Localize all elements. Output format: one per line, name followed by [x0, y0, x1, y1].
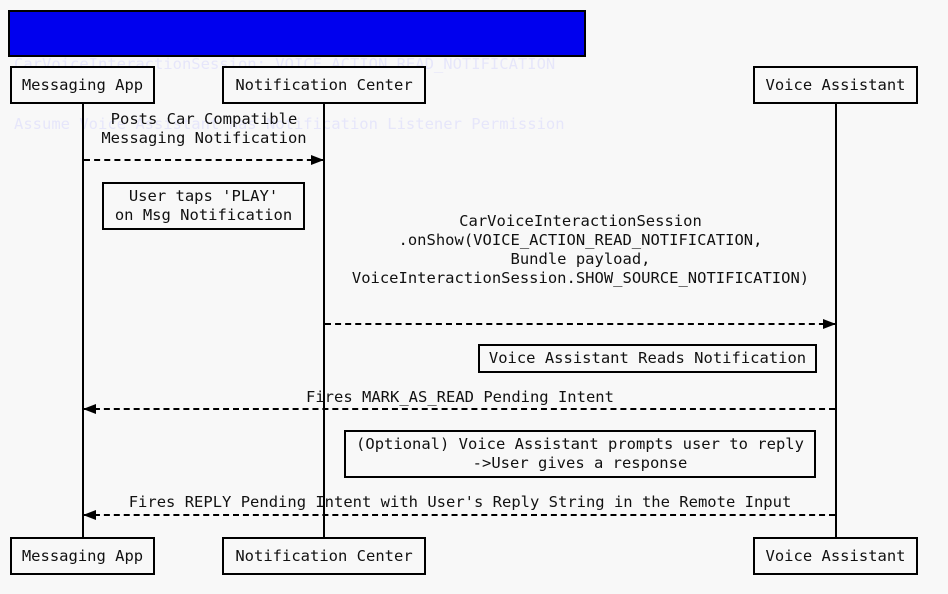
- arrow-head-right-icon: [823, 319, 836, 329]
- message-arrow-on-show: [325, 319, 836, 329]
- participant-label: Voice Assistant: [765, 75, 906, 94]
- lifeline-messaging-app: [82, 104, 84, 537]
- message-label-post-notification: Posts Car Compatible Messaging Notificat…: [101, 110, 307, 147]
- participant-messaging-app-bottom: Messaging App: [10, 537, 155, 575]
- note-optional-reply: (Optional) Voice Assistant prompts user …: [344, 430, 816, 478]
- message-label-mark-as-read: Fires MARK_AS_READ Pending Intent: [306, 388, 614, 406]
- participant-label: Messaging App: [21, 75, 144, 94]
- participant-voice-assistant-top: Voice Assistant: [753, 66, 918, 104]
- participant-label: Voice Assistant: [765, 546, 906, 565]
- message-arrow-post-notification: [84, 155, 324, 165]
- message-label-on-show: CarVoiceInteractionSession .onShow(VOICE…: [351, 212, 810, 287]
- lifeline-voice-assistant: [835, 104, 837, 537]
- participant-label: Notification Center: [235, 546, 413, 565]
- note-voice-assistant-reads: Voice Assistant Reads Notification: [478, 344, 817, 373]
- participant-notification-center-bottom: Notification Center: [222, 537, 426, 575]
- note-user-taps-play: User taps 'PLAY' on Msg Notification: [102, 182, 305, 230]
- message-arrow-reply: [83, 510, 835, 520]
- arrow-head-left-icon: [83, 510, 96, 520]
- title-line-2: Assume Voice Assistant has Notification …: [14, 115, 565, 133]
- participant-label: Messaging App: [21, 546, 144, 565]
- participant-messaging-app-top: Messaging App: [10, 66, 155, 104]
- participant-label: Notification Center: [235, 75, 413, 94]
- message-arrow-mark-as-read: [83, 404, 835, 414]
- message-label-reply: Fires REPLY Pending Intent with User's R…: [128, 493, 792, 511]
- arrow-head-left-icon: [83, 404, 96, 414]
- participant-voice-assistant-bottom: Voice Assistant: [753, 537, 918, 575]
- arrow-head-right-icon: [311, 155, 324, 165]
- lifeline-notification-center: [323, 104, 325, 537]
- participant-notification-center-top: Notification Center: [222, 66, 426, 104]
- diagram-title: CarVoiceInteractionSession: VOICE_ACTION…: [8, 10, 586, 133]
